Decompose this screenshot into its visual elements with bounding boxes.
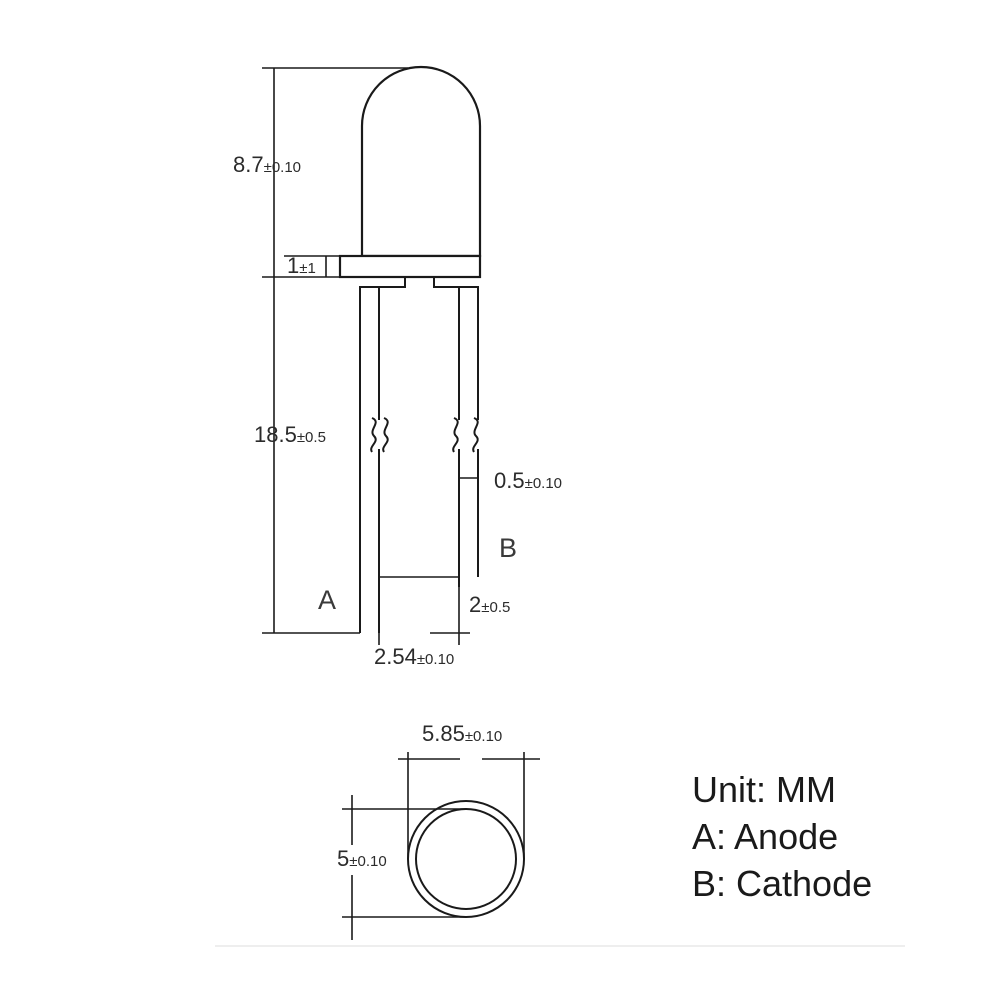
led-flange	[338, 254, 482, 279]
lead-width-label: 0.5±0.10	[494, 468, 562, 493]
top-view-flange-circle	[407, 800, 525, 918]
lead-step-label: 2±0.5	[469, 592, 510, 617]
cathode-lead	[433, 277, 479, 587]
anode-letter: A	[318, 585, 336, 615]
anode-lead-break-symbol	[370, 417, 389, 453]
legend-cathode: B: Cathode	[692, 863, 873, 904]
cathode-letter: B	[499, 533, 517, 563]
lens-height-label: 8.7±0.10	[233, 152, 301, 177]
legend-anode: A: Anode	[692, 816, 839, 857]
led-lens	[360, 65, 482, 258]
top-view-lens-circle	[415, 808, 517, 910]
legend: Unit: MM A: Anode B: Cathode	[692, 766, 872, 907]
flange-height-label: 1±1	[287, 253, 316, 278]
anode-lead	[359, 277, 406, 633]
flange-diameter-label: 5.85±0.10	[422, 721, 502, 746]
cathode-lead-break-symbol	[452, 417, 479, 453]
led-side-view	[338, 65, 482, 633]
lead-spacing-label: 2.54±0.10	[374, 644, 454, 669]
lens-diameter-label: 5±0.10	[337, 846, 387, 871]
led-top-view	[215, 752, 905, 947]
side-view-dimensions	[262, 67, 478, 645]
legend-unit: Unit: MM	[692, 769, 836, 810]
lead-length-label: 18.5±0.5	[254, 422, 326, 447]
